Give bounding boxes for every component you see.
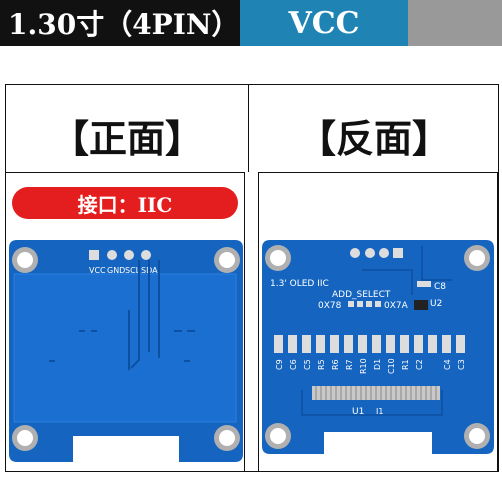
title-divider xyxy=(248,84,249,172)
component-label: R6 xyxy=(331,359,340,370)
pin-label: VCC xyxy=(89,266,106,275)
mount-hole-icon xyxy=(464,423,490,449)
pin-pads xyxy=(89,250,151,260)
component-label: C10 xyxy=(387,358,396,374)
component-label: R5 xyxy=(317,359,326,370)
mount-hole-icon xyxy=(12,247,38,273)
component-label: C9 xyxy=(275,359,284,370)
connector-pins xyxy=(315,386,437,400)
pin-label: SCL xyxy=(125,266,141,275)
back-pcb: 1.3' OLED IIC ADD_SELECT 0X78 0X7A C8 U2… xyxy=(262,240,494,454)
c8-label: C8 xyxy=(434,282,446,292)
interface-badge: 接口：IIC xyxy=(12,187,238,219)
component-label: C6 xyxy=(289,359,298,370)
pin-label: GND xyxy=(107,266,125,275)
component-label: R1 xyxy=(401,359,410,370)
u2-label: U2 xyxy=(430,299,442,309)
size-label: 1.30寸（4PIN） xyxy=(0,0,240,46)
mount-hole-icon xyxy=(464,245,490,271)
pcb-marks xyxy=(49,330,195,362)
pcb-traces xyxy=(301,246,452,416)
header-gray-block xyxy=(408,0,502,46)
pin-pads xyxy=(350,248,403,258)
component-label: C5 xyxy=(303,359,312,370)
component-pads xyxy=(274,335,465,353)
add-select-label: ADD_SELECT xyxy=(332,290,391,300)
mount-hole-icon xyxy=(12,425,38,451)
u1-label: U1 xyxy=(352,407,364,417)
front-pcb: VCC GND SCL SDA xyxy=(9,240,243,462)
power-label: VCC xyxy=(240,0,408,46)
addr-right-label: 0X7A xyxy=(384,301,409,311)
u1-pin-label: I1 xyxy=(376,407,383,416)
mount-hole-icon xyxy=(265,245,291,271)
component-label: D1 xyxy=(373,359,382,370)
component-label: R7 xyxy=(345,359,354,370)
front-title: 【正面】 xyxy=(50,116,203,161)
mount-hole-icon xyxy=(214,247,240,273)
addr-left-label: 0X78 xyxy=(318,301,342,311)
component-label: C2 xyxy=(415,359,424,370)
pcb-traces xyxy=(128,260,160,370)
mount-hole-icon xyxy=(265,423,291,449)
component-label: C3 xyxy=(457,359,466,370)
component-label: C4 xyxy=(443,359,452,370)
mount-hole-icon xyxy=(214,425,240,451)
back-title: 【反面】 xyxy=(297,116,450,161)
component-label: R10 xyxy=(359,358,368,374)
model-text: 1.3' OLED IIC xyxy=(270,279,329,289)
